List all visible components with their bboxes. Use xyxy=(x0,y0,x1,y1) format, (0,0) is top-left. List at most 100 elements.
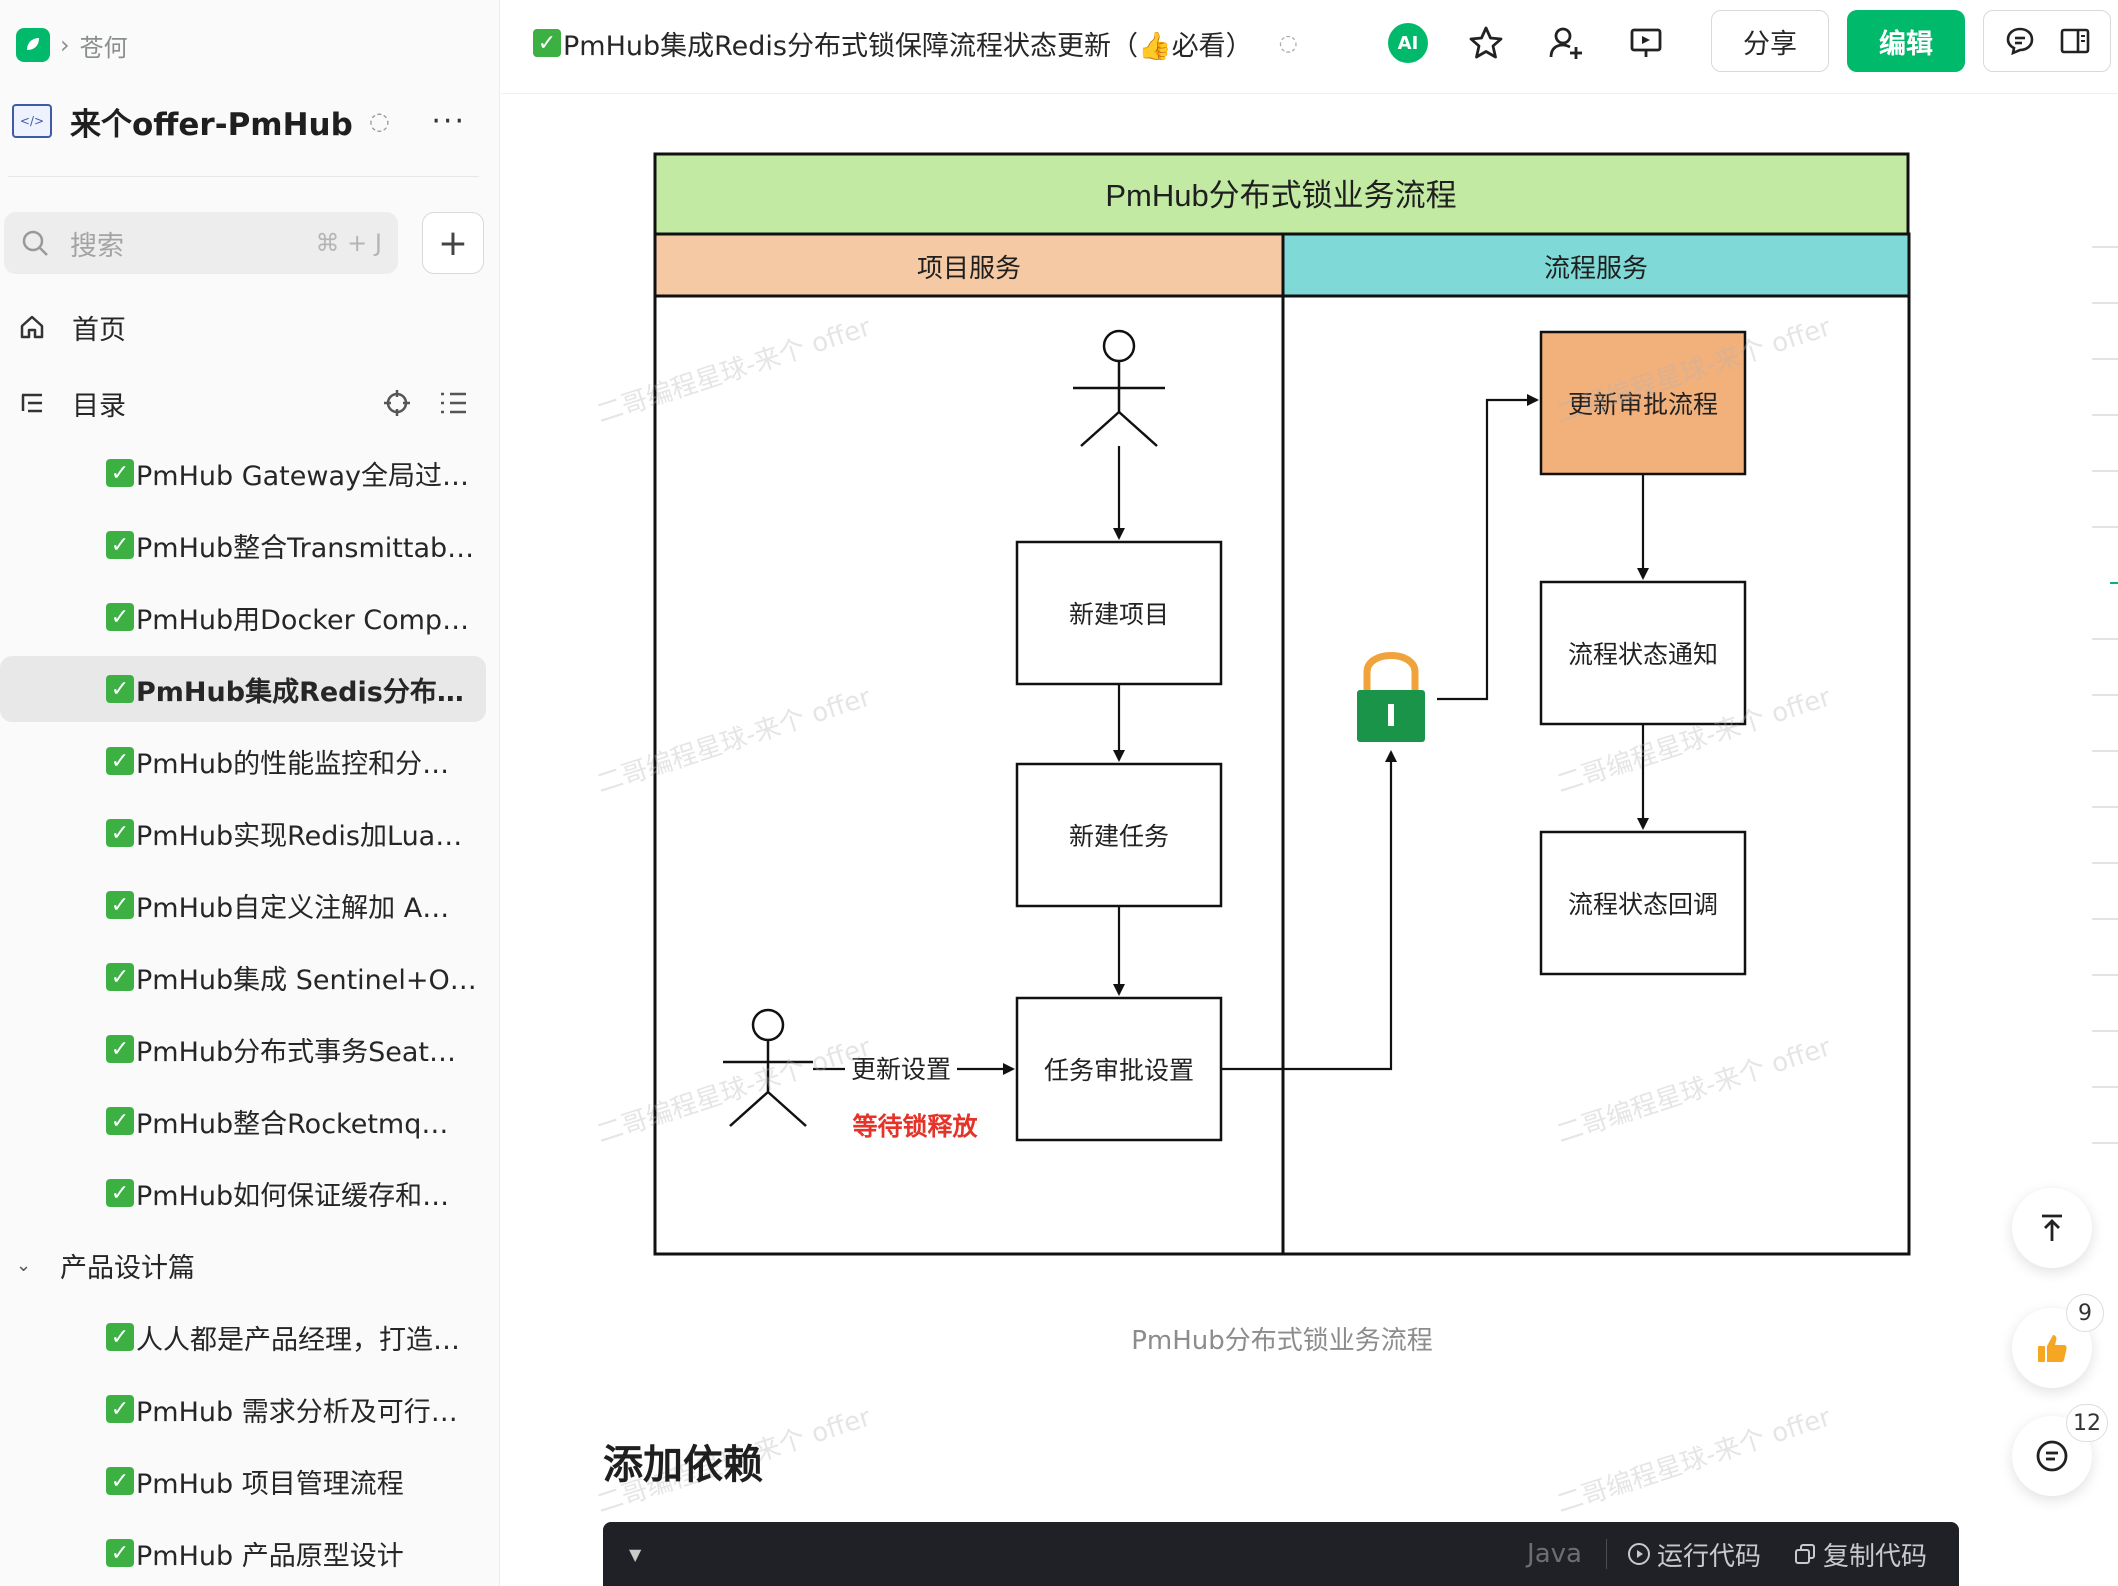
breadcrumb[interactable]: › 苍何 xyxy=(16,28,128,62)
toc-doc-item[interactable]: ✓PmHub整合Rocketmq… xyxy=(0,1088,486,1154)
star-icon xyxy=(1469,26,1503,59)
toc-doc-item[interactable]: ✓PmHub自定义注解加 A… xyxy=(0,872,486,938)
like-button[interactable] xyxy=(2012,1308,2092,1388)
outline-marker[interactable] xyxy=(2092,638,2118,640)
box-callback xyxy=(1539,830,1747,976)
chevron-down-icon[interactable]: ⌄ xyxy=(16,1254,32,1276)
toc-doc-item[interactable]: ✓PmHub 项目管理流程 xyxy=(0,1448,486,1514)
check-icon: ✓ xyxy=(106,1539,134,1567)
search-icon xyxy=(22,230,48,256)
yuque-logo-icon[interactable] xyxy=(16,28,50,62)
add-button[interactable]: + xyxy=(422,212,484,274)
toc-doc-item[interactable]: ✓PmHub Gateway全局过… xyxy=(0,440,486,506)
doc-title: PmHub整合Rocketmq… xyxy=(136,1108,449,1140)
thumbs-up-icon xyxy=(2038,1335,2067,1362)
code-language: Java xyxy=(1527,1539,1582,1569)
present-button[interactable] xyxy=(1623,20,1669,66)
home-icon xyxy=(16,313,48,341)
side-panel-icon[interactable] xyxy=(2059,25,2091,57)
ai-button[interactable]: AI xyxy=(1385,20,1431,66)
doc-header: ✓ PmHub集成Redis分布式锁保障流程状态更新（👍必看） ◌ AI 分享 … xyxy=(501,0,2118,94)
section-heading: 添加依赖 xyxy=(603,1442,763,1488)
search-input[interactable]: 搜索 ⌘ + J xyxy=(4,212,398,274)
star-button[interactable] xyxy=(1463,20,1509,66)
toc-doc-item[interactable]: ✓PmHub 产品原型设计 xyxy=(0,1520,486,1586)
outline-marker[interactable] xyxy=(2092,806,2118,808)
collapse-list-icon[interactable] xyxy=(438,388,468,418)
toc-doc-item[interactable]: ✓PmHub如何保证缓存和… xyxy=(0,1160,486,1226)
doc-title: PmHub集成Redis分布… xyxy=(136,676,464,708)
comment-icon xyxy=(2036,1440,2068,1472)
outline-marker-active[interactable] xyxy=(2110,582,2118,584)
sidebar: › 苍何 </> 来个offer-PmHub ◌ ··· 搜索 ⌘ + J + … xyxy=(0,0,500,1586)
toc-doc-item[interactable]: ✓PmHub集成 Sentinel+O… xyxy=(0,944,486,1010)
arrow-lock-to-update xyxy=(1437,394,1539,701)
outline-marker[interactable] xyxy=(2092,974,2118,976)
outline-marker[interactable] xyxy=(2092,1142,2118,1144)
toc-doc-item[interactable]: ✓人人都是产品经理，打造… xyxy=(0,1304,486,1370)
comment-icon[interactable] xyxy=(2004,25,2036,57)
check-icon: ✓ xyxy=(106,1467,134,1495)
toc-doc-item[interactable]: ✓PmHub 需求分析及可行… xyxy=(0,1376,486,1442)
check-icon: ✓ xyxy=(106,1179,134,1207)
outline-marker[interactable] xyxy=(2092,358,2118,360)
plus-icon: + xyxy=(437,222,469,264)
nav-home[interactable]: 首页 xyxy=(16,302,486,352)
label-update-setting: 更新设置 xyxy=(851,1055,951,1084)
toc-doc-item[interactable]: ✓PmHub整合Transmittab… xyxy=(0,512,486,578)
outline-marker[interactable] xyxy=(2092,694,2118,696)
comment-button[interactable] xyxy=(2012,1416,2092,1496)
view-toggle-group xyxy=(1983,10,2111,72)
box-new-task-label: 新建任务 xyxy=(1069,822,1169,851)
toc-doc-item[interactable]: ✓PmHub实现Redis加Lua… xyxy=(0,800,486,866)
doc-title-bar: ✓ PmHub集成Redis分布式锁保障流程状态更新（👍必看） ◌ xyxy=(533,22,1298,64)
toc-doc-item[interactable]: ✓PmHub的性能监控和分… xyxy=(0,728,486,794)
outline-marker[interactable] xyxy=(2092,862,2118,864)
ai-icon: AI xyxy=(1388,23,1428,63)
toc-doc-item-active[interactable]: ✓PmHub集成Redis分布… xyxy=(0,656,486,722)
copy-code-button[interactable]: 复制代码 xyxy=(1793,1536,1927,1573)
knowledge-base-name[interactable]: 来个offer-PmHub xyxy=(70,106,353,143)
run-code-label: 运行代码 xyxy=(1656,1541,1761,1572)
breadcrumb-user[interactable]: 苍何 xyxy=(79,33,128,62)
outline-marker[interactable] xyxy=(2092,750,2118,752)
toc-doc-item[interactable]: ✓PmHub用Docker Comp… xyxy=(0,584,486,650)
doc-title: PmHub如何保证缓存和… xyxy=(136,1180,450,1212)
nav-toc[interactable]: 目录 xyxy=(16,378,486,428)
lock-icon xyxy=(1357,652,1425,742)
add-collaborator-button[interactable] xyxy=(1543,20,1589,66)
doc-title: PmHub自定义注解加 A… xyxy=(136,892,450,924)
collapse-triangle-icon[interactable]: ▼ xyxy=(629,1544,642,1564)
doc-title: PmHub集成 Sentinel+O… xyxy=(136,964,477,996)
actor-user2-icon xyxy=(723,1008,813,1127)
check-icon: ✓ xyxy=(106,675,134,703)
toc-doc-item[interactable]: ✓PmHub分布式事务Seat… xyxy=(0,1016,486,1082)
divider xyxy=(8,176,479,177)
outline-marker[interactable] xyxy=(2092,918,2118,920)
flow-diagram: PmHub分布式锁业务流程 项目服务 流程服务 新建项目 新建任务 任务审批设置… xyxy=(653,152,1911,1256)
outline-marker[interactable] xyxy=(2092,526,2118,528)
outline-marker[interactable] xyxy=(2092,1086,2118,1088)
nav-home-label: 首页 xyxy=(72,314,126,346)
locate-icon[interactable] xyxy=(382,388,412,418)
search-shortcut: ⌘ + J xyxy=(315,229,382,257)
label-wait-release: 等待锁释放 xyxy=(852,1112,978,1141)
run-code-button[interactable]: 运行代码 xyxy=(1627,1536,1761,1573)
like-count: 9 xyxy=(2066,1294,2104,1332)
outline-marker[interactable] xyxy=(2092,246,2118,248)
outline-marker[interactable] xyxy=(2092,1030,2118,1032)
toc-group-label: 产品设计篇 xyxy=(60,1252,195,1284)
outline-marker[interactable] xyxy=(2092,302,2118,304)
doc-title: PmHub Gateway全局过… xyxy=(136,460,469,492)
share-button[interactable]: 分享 xyxy=(1711,10,1829,72)
toc-group-product[interactable]: ⌄ 产品设计篇 xyxy=(16,1240,195,1290)
edit-button[interactable]: 编辑 xyxy=(1847,10,1965,72)
more-icon[interactable]: ··· xyxy=(431,103,466,139)
doc-title: PmHub用Docker Comp… xyxy=(136,604,470,636)
outline-marker[interactable] xyxy=(2092,414,2118,416)
back-to-top-button[interactable] xyxy=(2012,1188,2092,1268)
doc-title: 人人都是产品经理，打造… xyxy=(136,1324,460,1356)
doc-title: PmHub 项目管理流程 xyxy=(136,1468,404,1500)
outline-marker[interactable] xyxy=(2092,470,2118,472)
page-title[interactable]: PmHub集成Redis分布式锁保障流程状态更新（👍必看） xyxy=(563,30,1253,62)
